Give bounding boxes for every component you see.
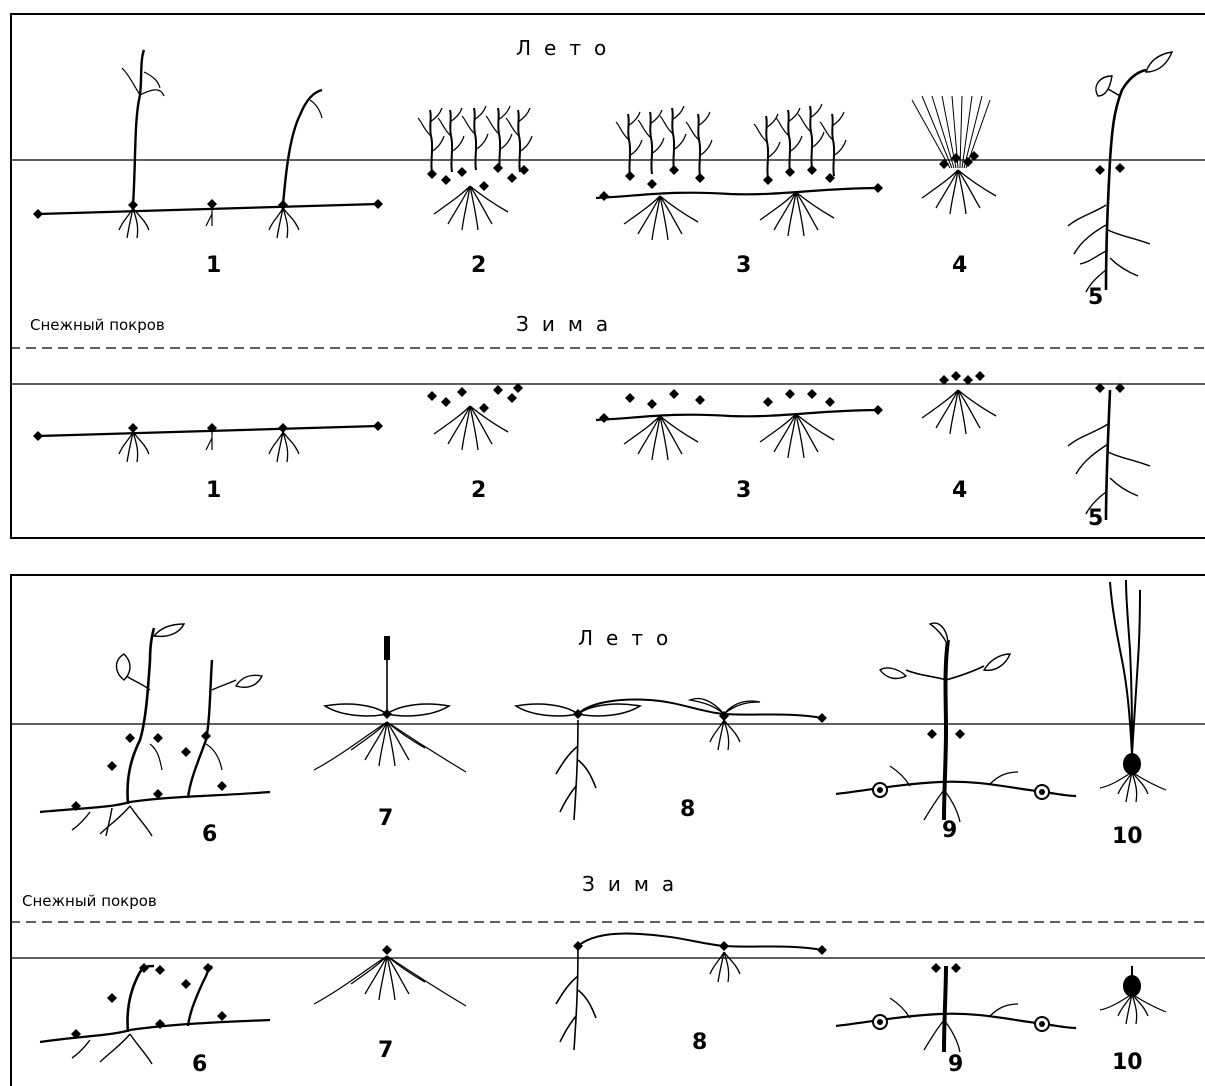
plant-2-summer: [418, 106, 532, 230]
summer-label-top: Лето: [516, 36, 619, 60]
plant-4-summer: [912, 96, 996, 214]
number-label: 5: [1088, 285, 1103, 310]
number-label: 2: [471, 253, 486, 278]
plant-1-summer: [33, 50, 383, 238]
plant-7-summer: [314, 636, 466, 772]
summer-label-bottom: Лето: [578, 626, 681, 650]
number-label: 1: [206, 478, 221, 503]
number-label: 6: [192, 1052, 207, 1077]
plant-3-winter: [596, 389, 883, 460]
snow-cover-label-bottom: Снежный покров: [22, 892, 157, 910]
snow-cover-label-top: Снежный покров: [30, 316, 165, 334]
plant-4-winter: [922, 371, 996, 434]
number-label: 2: [471, 478, 486, 503]
number-label: 9: [942, 818, 957, 843]
plant-3-summer: [596, 104, 883, 240]
plant-9-summer: [836, 623, 1076, 822]
plant-6-winter: [40, 963, 270, 1064]
number-label: 5: [1088, 506, 1103, 531]
plant-5-winter: [1068, 383, 1150, 520]
number-label: 3: [736, 253, 751, 278]
plant-6-summer: [40, 624, 270, 836]
number-label: 10: [1112, 824, 1143, 849]
number-label: 4: [952, 478, 967, 503]
plant-5-summer: [1068, 52, 1172, 292]
number-label: 6: [202, 822, 217, 847]
plant-10-winter: [1100, 966, 1166, 1024]
number-label: 4: [952, 253, 967, 278]
number-label: 10: [1112, 1050, 1143, 1075]
winter-label-bottom: Зима: [582, 872, 687, 896]
number-label: 7: [378, 1038, 393, 1063]
plant-7-winter: [314, 945, 466, 1006]
plant-10-summer: [1100, 580, 1166, 802]
plant-9-winter: [836, 963, 1076, 1052]
plant-1-winter: [33, 421, 383, 462]
plant-2-winter: [427, 383, 523, 450]
number-label: 1: [206, 253, 221, 278]
plant-8-summer: [516, 699, 827, 820]
number-label: 9: [948, 1052, 963, 1077]
number-label: 7: [378, 806, 393, 831]
winter-label-top: Зима: [516, 312, 621, 336]
number-label: 3: [736, 478, 751, 503]
number-label: 8: [692, 1030, 707, 1055]
number-label: 8: [680, 797, 695, 822]
